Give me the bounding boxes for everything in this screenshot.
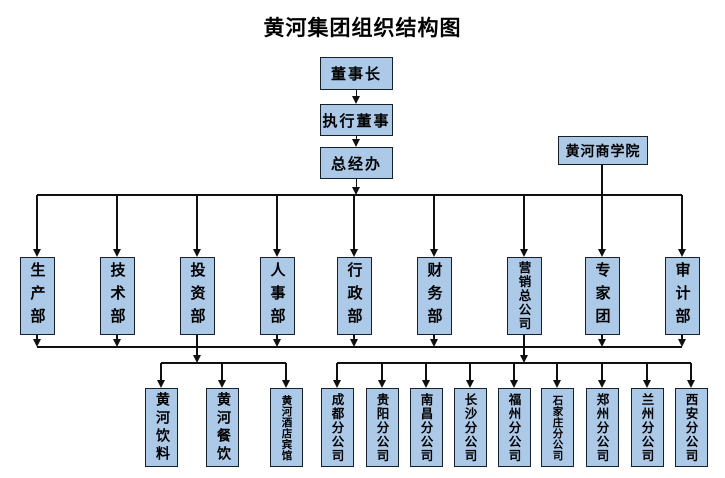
connector-arrowhead-down [552, 380, 561, 388]
connector-arrowhead-down [272, 249, 281, 257]
node-business-school: 黄河商学院 [558, 136, 648, 165]
node-general-manager-office: 总经办 [320, 147, 393, 179]
connector-arrowhead-down [352, 187, 360, 195]
connector-line [353, 335, 355, 340]
connector-arrowhead-down [352, 96, 360, 104]
connector-line [681, 195, 683, 250]
connector-line [37, 346, 682, 348]
node-guiyang-branch: 贵阳分公司 [365, 388, 399, 467]
connector-line [36, 335, 38, 340]
node-yellow-river-beverage: 黄河饮料 [144, 388, 178, 467]
connector-line [196, 335, 198, 356]
connector-arrowhead-down [465, 380, 474, 388]
connector-line [160, 363, 162, 381]
connector-line [523, 335, 525, 356]
connector-arrowhead-down [217, 380, 226, 388]
node-yellow-river-hotel: 黄河酒店宾馆 [269, 388, 303, 467]
connector-line [196, 195, 198, 250]
connector-arrowhead-down [429, 339, 438, 347]
node-investment: 投资部 [179, 257, 215, 335]
connector-line [116, 195, 118, 250]
node-chairman: 董事长 [320, 57, 393, 90]
connector-arrowhead-down [597, 249, 606, 257]
connector-arrowhead-down [509, 380, 518, 388]
connector-line [433, 335, 435, 340]
connector-line [36, 195, 38, 250]
connector-arrowhead-down [677, 339, 686, 347]
connector-line [646, 363, 648, 381]
connector-line [381, 363, 383, 381]
connector-arrowhead-down [32, 249, 41, 257]
connector-arrowhead-down [332, 380, 341, 388]
connector-line [336, 363, 338, 381]
connector-line [355, 90, 358, 97]
connector-line [523, 195, 525, 250]
node-marketing-head-company: 营销总公司 [506, 257, 542, 335]
node-finance: 财务部 [416, 257, 452, 335]
connector-arrowhead-down [352, 139, 360, 147]
connector-arrowhead-down [112, 249, 121, 257]
connector-line [353, 195, 355, 250]
connector-arrowhead-down [519, 355, 528, 363]
connector-arrowhead-down [421, 380, 430, 388]
connector-arrowhead-down [112, 339, 121, 347]
node-nanchang-branch: 南昌分公司 [409, 388, 443, 467]
node-chengdu-branch: 成都分公司 [320, 388, 354, 467]
node-hr: 人事部 [259, 257, 295, 335]
node-zhengzhou-branch: 郑州分公司 [585, 388, 619, 467]
connector-arrowhead-down [597, 339, 606, 347]
connector-line [601, 363, 603, 381]
connector-line [161, 362, 286, 364]
node-lanzhou-branch: 兰州分公司 [630, 388, 664, 467]
connector-line [690, 363, 692, 381]
connector-line [556, 363, 558, 381]
node-shijiazhuang-branch: 石家庄分公司 [540, 388, 574, 467]
connector-line [355, 136, 358, 140]
connector-line [221, 363, 223, 381]
connector-line [355, 179, 358, 188]
chart-title: 黄河集团组织结构图 [263, 17, 462, 40]
connector-line [601, 335, 603, 340]
connector-arrowhead-down [32, 339, 41, 347]
connector-arrowhead-down [192, 249, 201, 257]
connector-line [681, 335, 683, 340]
connector-arrowhead-down [677, 249, 686, 257]
node-technology: 技术部 [99, 257, 135, 335]
connector-line [37, 194, 682, 196]
connector-line [276, 335, 278, 340]
node-executive-director: 执行董事 [320, 104, 393, 136]
node-audit: 审计部 [664, 257, 700, 335]
connector-arrowhead-down [377, 380, 386, 388]
node-expert-team: 专家团 [584, 257, 620, 335]
node-fuzhou-branch: 福州分公司 [497, 388, 531, 467]
connector-line [285, 363, 287, 381]
connector-line [469, 363, 471, 381]
connector-line [116, 335, 118, 340]
connector-line [601, 165, 603, 250]
connector-arrowhead-down [281, 380, 290, 388]
connector-arrowhead-down [597, 380, 606, 388]
connector-arrowhead-down [642, 380, 651, 388]
connector-arrowhead-down [519, 249, 528, 257]
connector-line [513, 363, 515, 381]
node-administration: 行政部 [336, 257, 372, 335]
connector-line [433, 195, 435, 250]
node-xian-branch: 西安分公司 [674, 388, 708, 467]
connector-arrowhead-down [192, 355, 201, 363]
node-changsha-branch: 长沙分公司 [453, 388, 487, 467]
connector-arrowhead-down [349, 249, 358, 257]
connector-arrowhead-down [686, 380, 695, 388]
connector-line [276, 195, 278, 250]
node-production: 生产部 [19, 257, 55, 335]
node-yellow-river-catering: 黄河餐饮 [205, 388, 239, 467]
connector-line [425, 363, 427, 381]
connector-arrowhead-down [272, 339, 281, 347]
connector-arrowhead-down [156, 380, 165, 388]
connector-arrowhead-down [429, 249, 438, 257]
connector-arrowhead-down [349, 339, 358, 347]
